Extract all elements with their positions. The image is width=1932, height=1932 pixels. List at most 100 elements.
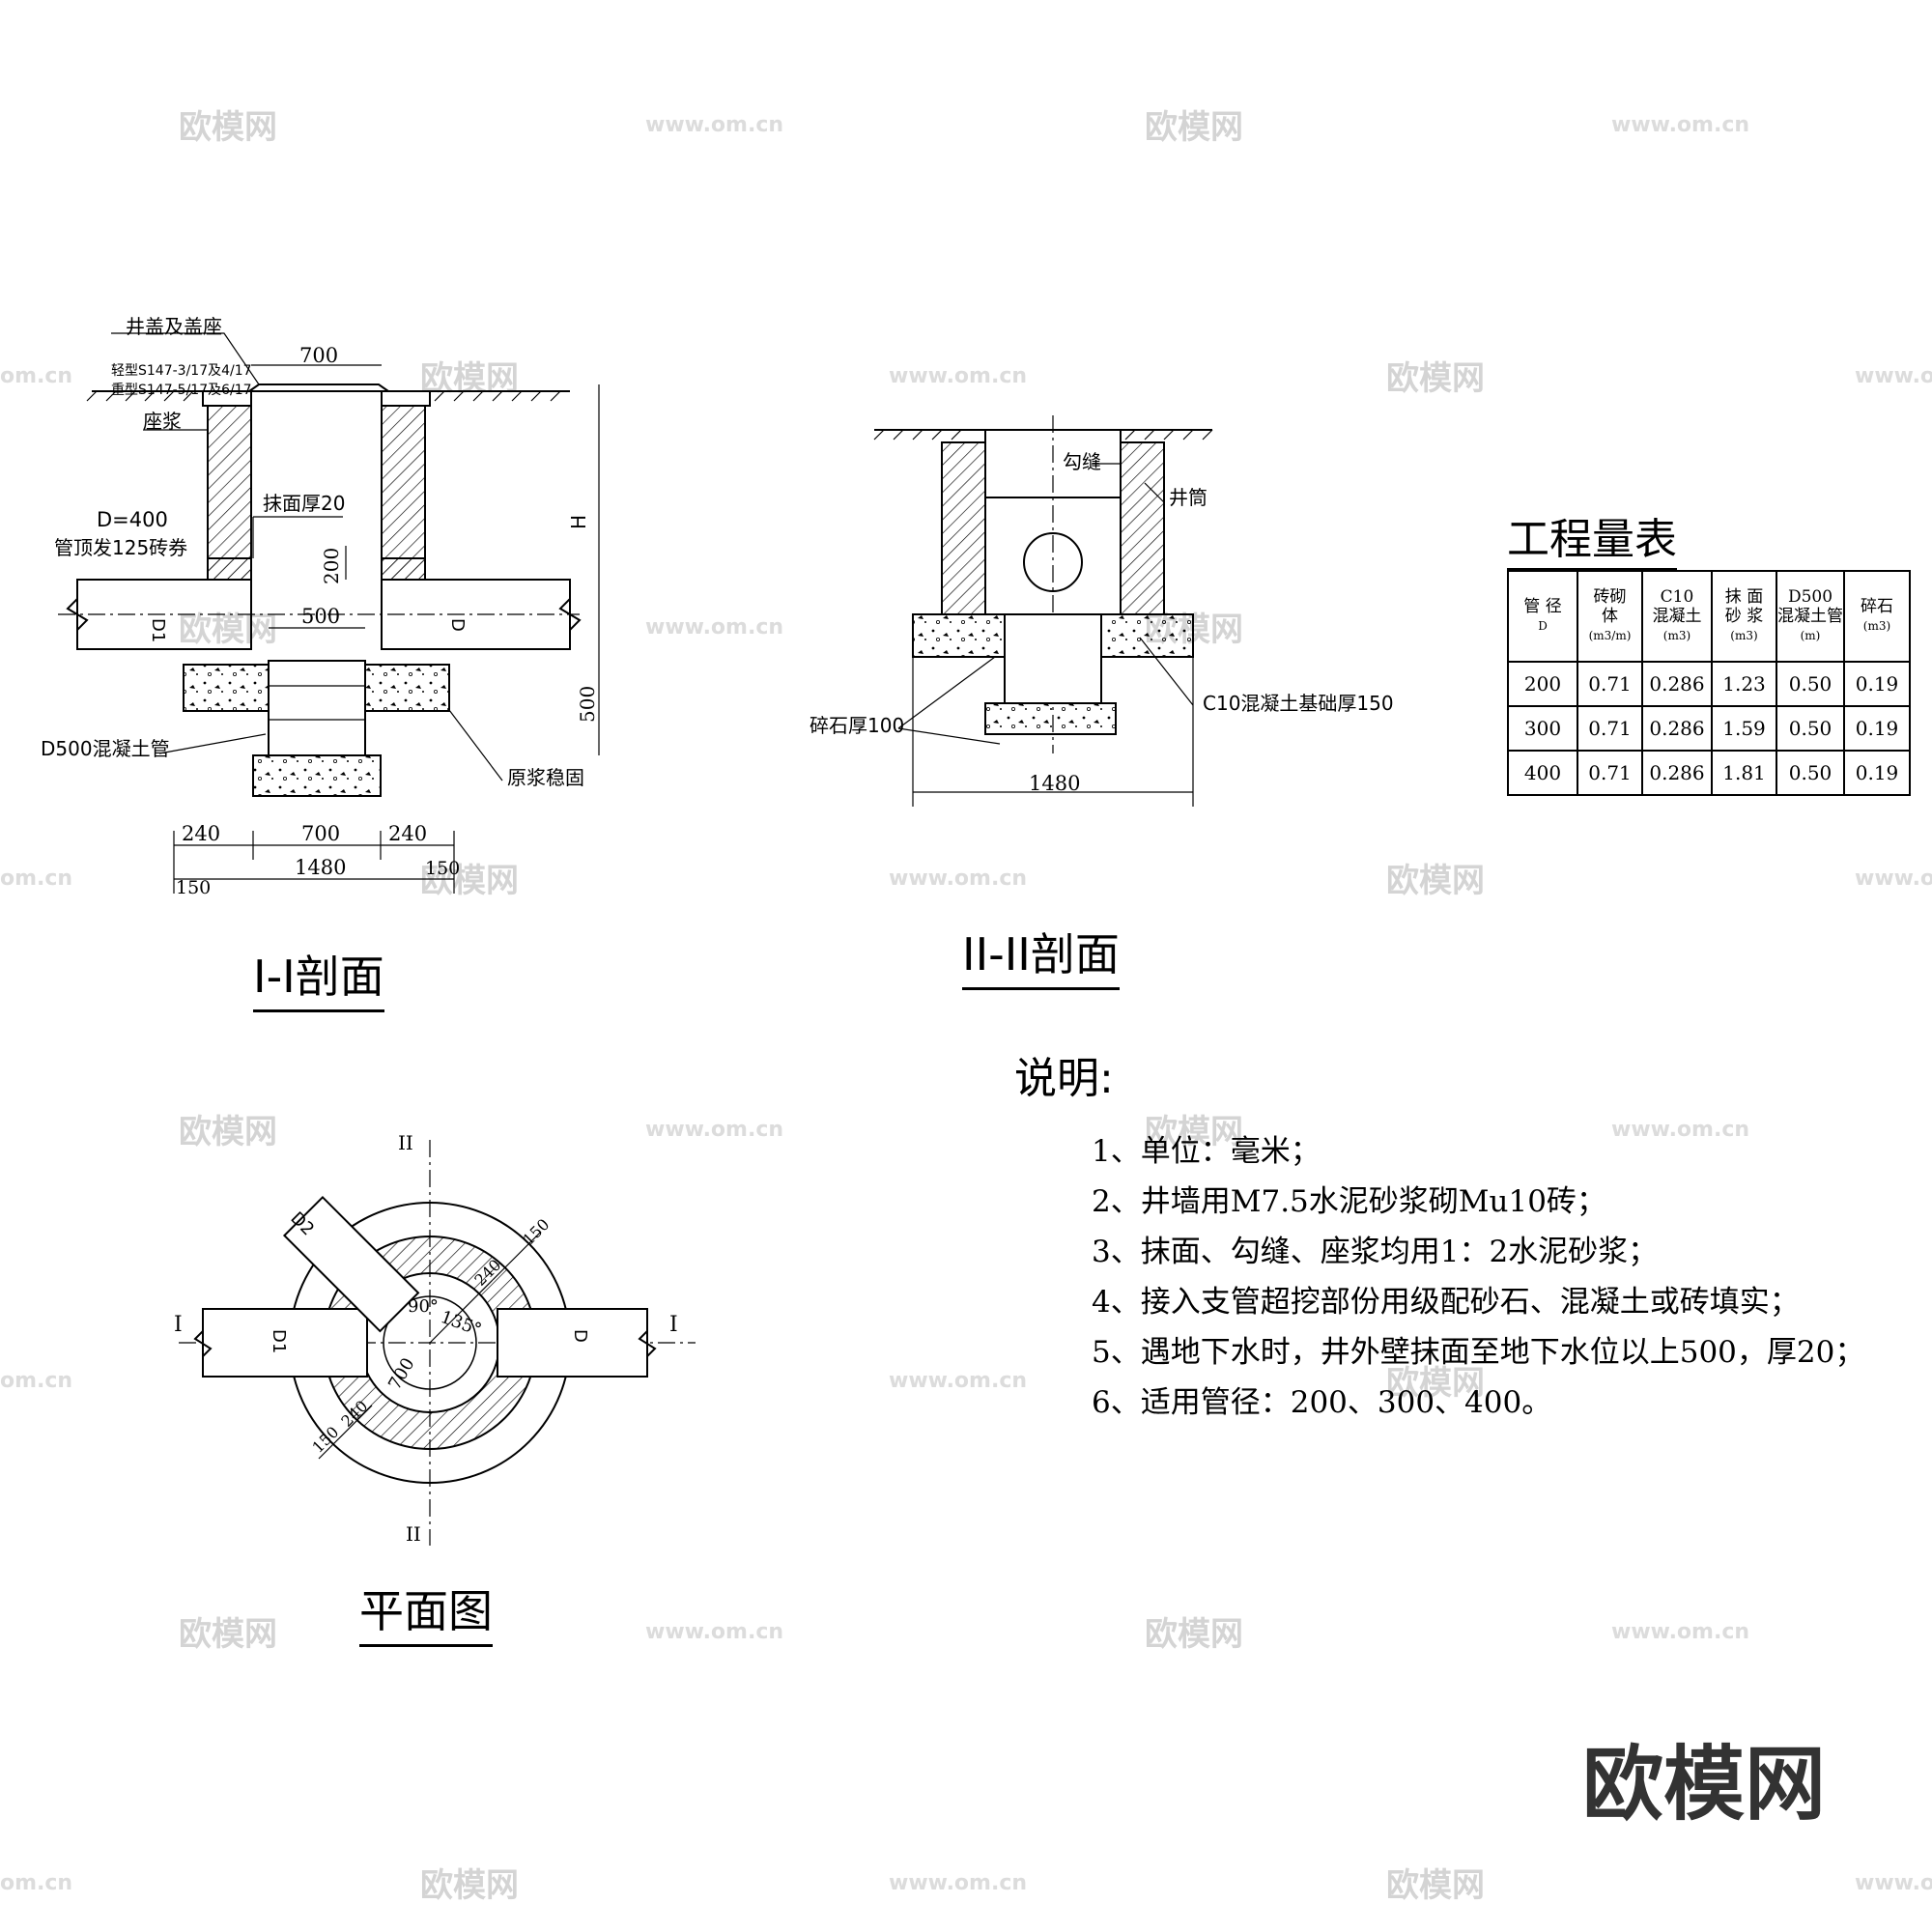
mortar-bed-right — [381, 390, 431, 407]
label-d: D — [447, 618, 468, 632]
header-line1: 管 径 — [1523, 597, 1562, 616]
table-cell: 0.19 — [1843, 661, 1911, 707]
plan-title: 平面图 — [359, 1577, 493, 1647]
label-cover: 井盖及盖座 — [126, 315, 222, 338]
note-item: 5、遇地下水时，井外壁抹面至地下水位以上500，厚20； — [1092, 1335, 1865, 1370]
pipe-branch — [282, 1195, 420, 1333]
notes-title: 说明: — [1014, 1054, 1114, 1103]
dim-500-side: 500 — [576, 686, 599, 723]
watermark-url: www.om.cn — [1855, 364, 1932, 388]
header-line1: 抹 面 — [1724, 587, 1764, 607]
dim-150-left: 150 — [176, 877, 211, 898]
section-1-drawing: 井盖及盖座 轻型S147-3/17及4/17 重型S147-5/17及6/17 … — [41, 315, 600, 898]
angle-line — [429, 1279, 494, 1344]
watermark-url: www.om.cn — [889, 1369, 1027, 1393]
watermark-logo: 欧模网 — [1386, 1866, 1485, 1905]
leader-grout — [448, 709, 503, 781]
table-cell: 0.50 — [1776, 750, 1845, 796]
section-2-drawing: 勾缝 井筒 C10混凝土基础厚150 碎石厚100 1480 — [810, 415, 1394, 807]
pipe-right — [497, 1308, 648, 1378]
leader-pipe — [158, 733, 267, 754]
watermark-url: www.om.cn — [1855, 1871, 1932, 1895]
watermark-logo: 欧模网 — [179, 1615, 277, 1654]
dim-line-diag — [492, 1231, 542, 1281]
header-line2: 混凝土 — [1652, 607, 1702, 626]
label-sec-ii-bottom: II — [406, 1522, 421, 1546]
table-cell: 0.286 — [1641, 705, 1713, 752]
brick-wall-left — [941, 441, 986, 615]
section-2-title: II-II剖面 — [962, 920, 1120, 990]
label-concrete-pipe: D500混凝土管 — [41, 737, 170, 760]
watermark-url: www.om.cn — [1855, 867, 1932, 891]
header-line2: 混凝土管 — [1777, 607, 1843, 626]
dim-ticks — [173, 831, 455, 894]
pipe-branch-body — [282, 1195, 420, 1333]
dim-240-left: 240 — [182, 822, 220, 845]
section-1-title: I-I剖面 — [253, 942, 384, 1012]
table-cell: 0.286 — [1641, 661, 1713, 707]
watermark-logo: 欧模网 — [420, 862, 519, 900]
brick-wall-left — [207, 405, 252, 581]
note-item: 6、适用管径：200、300、400。 — [1092, 1385, 1552, 1420]
table-cell: 0.19 — [1843, 705, 1911, 752]
gravel-bed — [984, 702, 1117, 735]
d500-pipe — [1004, 613, 1102, 704]
watermark-url: om.cn — [0, 364, 72, 388]
table-cell: 0.50 — [1776, 705, 1845, 752]
brick-wall-right — [1120, 441, 1165, 615]
table-cell: 0.71 — [1577, 705, 1643, 752]
dim-ticks — [912, 657, 1194, 807]
dim-500-inner: 500 — [301, 605, 340, 628]
table-cell: 200 — [1507, 661, 1578, 707]
note-item: 3、抹面、勾缝、座浆均用1：2水泥砂浆； — [1092, 1235, 1659, 1269]
watermarks: 欧模网 www.om.cn 欧模网 www.om.cn om.cn 欧模网 ww… — [0, 108, 1932, 1905]
watermark-url: www.om.cn — [645, 615, 783, 639]
manhole-cover — [248, 384, 389, 392]
watermark-url: www.om.cn — [645, 113, 783, 137]
table-cell: 0.50 — [1776, 661, 1845, 707]
label-shaft: 井筒 — [1169, 486, 1208, 509]
brand-logo: 欧模网 — [1582, 1737, 1827, 1832]
watermark-logo: 欧模网 — [1145, 1113, 1243, 1151]
header-unit: (m3) — [1662, 629, 1691, 642]
table-cell: 0.19 — [1843, 750, 1911, 796]
watermark-url: www.om.cn — [1611, 113, 1749, 137]
header-cell: 抹 面砂 浆(m3) — [1711, 570, 1777, 663]
watermark-url: www.om.cn — [1611, 1118, 1749, 1142]
d500-pipe — [268, 660, 366, 756]
label-sec-ii-top: II — [398, 1131, 413, 1154]
dim-700-bottom: 700 — [301, 822, 340, 845]
dim-1480: 1480 — [1029, 772, 1080, 795]
header-unit: (m) — [1800, 629, 1821, 642]
header-line1: 砖砌 — [1593, 587, 1627, 607]
pipe-break — [66, 580, 89, 649]
brick-arch — [207, 557, 252, 581]
watermark-url: www.om.cn — [645, 1620, 783, 1644]
plan-drawing: II II I I D2 D1 D 90° 135° 700 240 150 2… — [174, 1131, 696, 1546]
watermark-url: www.om.cn — [889, 867, 1027, 891]
leader-gravel — [897, 656, 1001, 745]
notes-block: 说明: 1、单位：毫米； 2、井墙用M7.5水泥砂浆砌Mu10砖； 3、抹面、勾… — [1014, 1043, 1864, 1428]
label-foundation: C10混凝土基础厚150 — [1203, 692, 1394, 715]
watermark-url: om.cn — [0, 1369, 72, 1393]
pipe-break — [558, 580, 582, 649]
watermark-url: om.cn — [0, 867, 72, 891]
angle-90: 90° — [408, 1296, 439, 1317]
watermark-logo: 欧模网 — [179, 108, 277, 147]
gravel-bed — [252, 754, 382, 797]
watermark-logo: 欧模网 — [1386, 1364, 1485, 1403]
label-plaster: 抹面厚20 — [263, 492, 345, 515]
dim-150-right: 150 — [425, 858, 460, 879]
header-unit: (m3) — [1862, 619, 1891, 633]
header-cell: 碎石(m3) — [1843, 570, 1911, 663]
pipe-section — [1023, 532, 1083, 592]
label-brick-arch: 管顶发125砖券 — [54, 536, 187, 559]
watermark-logo: 欧模网 — [1386, 862, 1485, 900]
dim-700-top: 700 — [299, 344, 338, 367]
watermark-logo: 欧模网 — [179, 611, 277, 649]
label-joint: 勾缝 — [1063, 450, 1101, 473]
label-mortar-bed: 座浆 — [143, 410, 182, 433]
